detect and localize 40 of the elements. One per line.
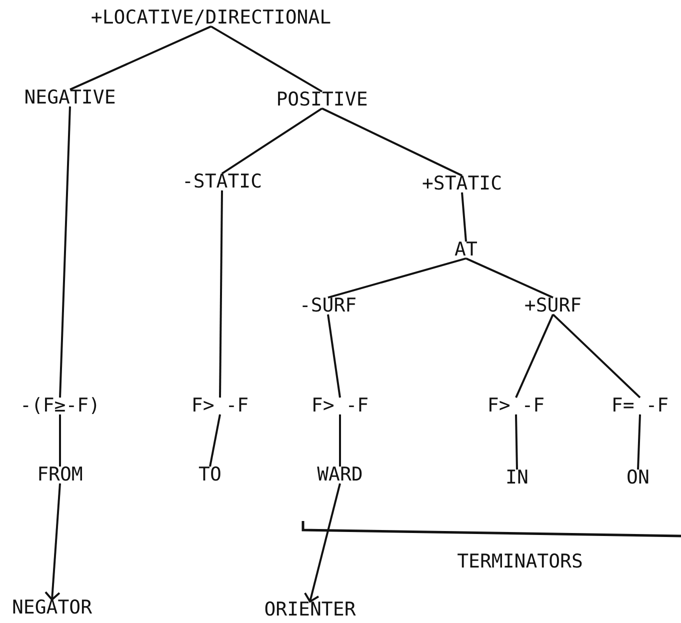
tree-branch-line [552,314,641,398]
tree-node-label: NEGATIVE [23,88,117,108]
tree-node-label: -STATIC [180,172,264,192]
tree-node-label: F> -F [310,396,370,416]
tree-node-label: +STATIC [420,174,504,194]
tree-branch-line [466,258,554,298]
tree-branch-line [221,108,323,174]
arrow [44,483,61,601]
tree-branch-line [70,26,212,90]
bracket-label: TERMINATORS [456,552,584,572]
tree-node-label: TO [198,464,222,486]
tree-node-label: FROM [36,464,84,486]
tree-node-label: +LOCATIVE/DIRECTIONAL [90,8,332,28]
tree-node-label: F> -F [486,396,546,416]
tree-branch-line [637,414,641,470]
tree-node-label: POSITIVE [275,90,369,110]
tree-branch-line [461,192,467,242]
tree-node-label: ON [626,468,650,488]
tree-branch-line [515,314,554,398]
tree-node-label: AT [454,240,478,260]
tree-branch-line [209,414,221,467]
tree-node-label: -(F≥-F) [18,396,102,416]
tree-node-label: WARD [316,464,364,486]
tree-node-label: IN [504,468,530,488]
tree-node-label: F> -F [190,396,250,416]
tree-branch-line [515,414,518,470]
tree-branch-line [327,314,341,398]
tree-branch-line [210,26,322,92]
tree-node-label: ORIENTER [263,600,357,620]
tree-branch-line [59,106,71,398]
arrow [304,483,341,603]
tree-branch-line [339,414,341,467]
tree-node-label: F= -F [610,396,670,416]
tree-node-label: NEGATOR [10,598,94,618]
tree-branch-line [322,108,462,176]
tree-node-label: +SURF [523,296,583,316]
tree-node-label: -SURF [298,296,358,316]
tree-branch-line [59,414,61,467]
tree-branch-line [219,190,223,398]
tree-branch-line [328,257,466,299]
